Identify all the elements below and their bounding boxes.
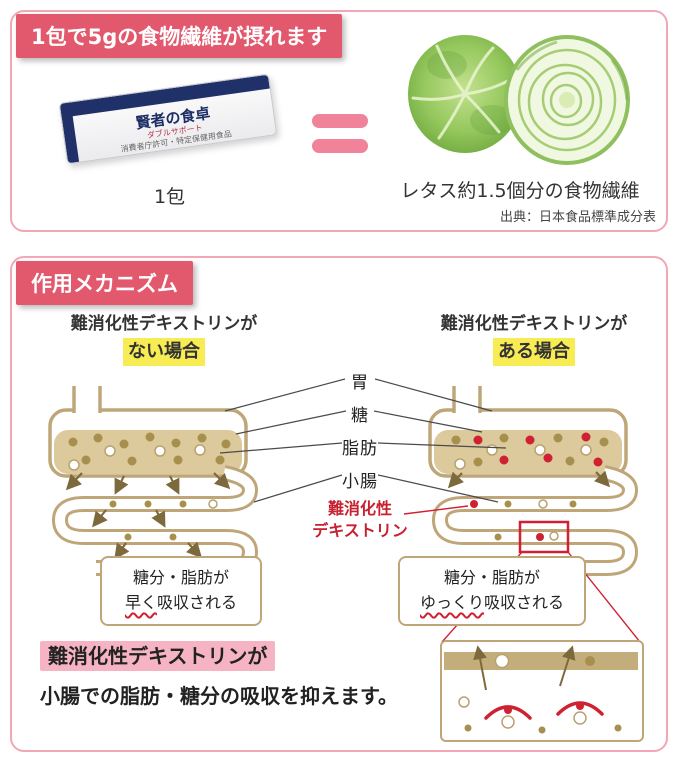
conclusion-highlight: 難消化性デキストリンが: [40, 641, 276, 671]
intestine-tube-outer: [51, 465, 259, 576]
with-dextrin-heading: 難消化性デキストリンが ある場合: [408, 313, 660, 367]
fast-absorption-caption-line2: 早く吸収される: [108, 591, 254, 616]
dextrin-particles: [473, 432, 603, 467]
mechanism-badge: 作用メカニズム: [16, 261, 193, 305]
absorption-arrows: [473, 645, 576, 691]
zoom-inset-illustration: [444, 645, 638, 734]
fast-rest: 吸収される: [157, 592, 238, 612]
label-small-intestine: 小腸: [342, 472, 378, 492]
dextrin-wrapping-particles: [484, 701, 604, 729]
slow-rest: 吸収される: [484, 592, 565, 612]
without-dextrin-heading: 難消化性デキストリンが ない場合: [30, 313, 298, 367]
with-dextrin-heading-line2: ある場合: [493, 337, 575, 367]
mechanism-card: 作用メカニズム 難消化性デキストリンが ない場合 難消化性デキストリンが ある場…: [10, 256, 668, 752]
without-dextrin-heading-line2: ない場合: [123, 337, 205, 367]
equals-bar-top: [312, 114, 368, 128]
fast-absorption-arrows: [65, 472, 231, 560]
lettuce-illustration: [408, 35, 630, 165]
source-note: 出典：日本食品標準成分表: [499, 210, 656, 225]
without-dextrin-heading-line1: 難消化性デキストリンが: [70, 314, 258, 334]
lettuce-whole-head: [408, 35, 522, 153]
with-dextrin-heading-line1: 難消化性デキストリンが: [440, 314, 628, 334]
product-packet-image: 賢者の食卓 ダブルサポート 消費者庁許可・特定保健用食品: [52, 72, 287, 177]
intestine-particles: [109, 500, 187, 572]
label-sugar: 糖: [351, 406, 369, 426]
packet-caption: 1包: [153, 186, 186, 208]
label-dextrin-line2: デキストリン: [312, 520, 408, 540]
label-stomach: 胃: [351, 373, 369, 393]
zoom-highlight-box: [518, 520, 570, 554]
label-dextrin-line1: 難消化性: [327, 499, 392, 518]
equals-bar-bottom: [312, 139, 368, 153]
lettuce-cut-head: [504, 35, 630, 165]
slow-emphasis: ゆっくり: [419, 592, 484, 612]
intestine-tube-inner: [54, 468, 256, 573]
sugar-particles: [68, 432, 231, 466]
slow-absorption-caption-line1: 糖分・脂肪が: [443, 568, 540, 587]
label-dextrin: 難消化性 デキストリン: [288, 498, 432, 541]
fast-absorption-caption-line1: 糖分・脂肪が: [132, 568, 229, 587]
stick-packet: 賢者の食卓 ダブルサポート 消費者庁許可・特定保健用食品: [58, 73, 278, 165]
label-fat: 脂肪: [342, 439, 378, 459]
intestine-tube-inner: [434, 468, 636, 573]
intestine-tube-outer: [431, 465, 639, 576]
slow-absorption-arrows: [447, 470, 611, 489]
fat-particles: [68, 444, 206, 471]
equals-icon: [312, 114, 368, 153]
slow-absorption-caption-line2: ゆっくり吸収される: [406, 591, 578, 616]
lettuce-caption: レタス約1.5個分の食物繊維: [400, 180, 640, 202]
absorption-zoom-inset: [440, 640, 644, 742]
fiber-equivalence-card: 1包で5gの食物繊維が摂れます 賢者の食卓 ダブルサポート 消費者庁許可・特定保…: [10, 10, 668, 232]
conclusion-line2: 小腸での脂肪・糖分の吸収を抑えます。: [40, 684, 398, 708]
conclusion-line1: 難消化性デキストリンが: [40, 640, 276, 671]
fast-emphasis: 早く: [124, 592, 157, 612]
sugar-particles: [451, 433, 609, 467]
digestive-diagram-without-dextrin: [48, 386, 259, 576]
slow-absorption-caption: 糖分・脂肪が ゆっくり吸収される: [398, 556, 586, 626]
fast-absorption-caption: 糖分・脂肪が 早く吸収される: [100, 556, 262, 626]
fiber-badge: 1包で5gの食物繊維が摂れます: [16, 14, 343, 58]
intestinal-wall-band: [444, 652, 638, 670]
